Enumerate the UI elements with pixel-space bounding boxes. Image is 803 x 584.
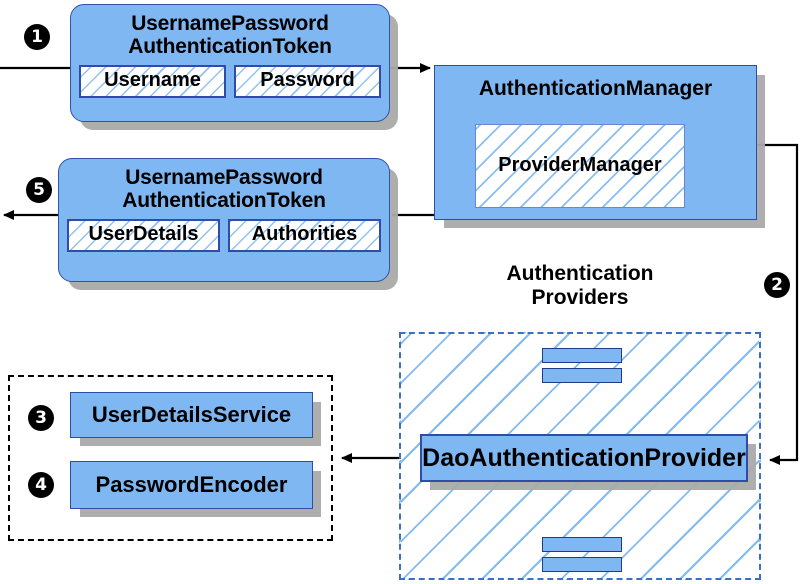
- authentication-providers-label-line2: Providers: [531, 285, 629, 309]
- step-badge-2: 2: [764, 272, 790, 298]
- arrow-manager-to-provider: [757, 143, 799, 465]
- slot-username[interactable]: Username: [79, 65, 226, 98]
- step-badge-2-number: 2: [771, 274, 783, 295]
- provider-placeholder-bar-3: [542, 537, 622, 552]
- slot-userdetails[interactable]: UserDetails: [67, 219, 220, 252]
- slot-authorities[interactable]: Authorities: [228, 219, 381, 252]
- response-authentication-token-card[interactable]: UsernamePassword AuthenticationToken Use…: [58, 158, 390, 282]
- provider-placeholder-bar-1: [542, 348, 622, 363]
- authentication-manager-card[interactable]: AuthenticationManager ProviderManager: [434, 65, 757, 220]
- authentication-providers-label: Authentication Providers: [468, 262, 692, 309]
- request-token-slots: Username Password: [71, 65, 389, 98]
- password-encoder-card[interactable]: PasswordEncoder: [70, 461, 313, 509]
- step-badge-3-number: 3: [35, 407, 47, 428]
- provider-placeholder-bar-4: [542, 557, 622, 572]
- request-token-title-line2: AuthenticationToken: [128, 34, 332, 58]
- security-beans-region: [8, 375, 333, 541]
- response-token-title-line2: AuthenticationToken: [122, 188, 326, 212]
- request-token-title: UsernamePassword AuthenticationToken: [71, 11, 389, 58]
- step-badge-4-number: 4: [35, 474, 47, 495]
- dao-authentication-provider-label: DaoAuthenticationProvider: [422, 443, 746, 472]
- request-authentication-token-card[interactable]: UsernamePassword AuthenticationToken Use…: [70, 4, 390, 122]
- password-encoder-label: PasswordEncoder: [95, 472, 288, 498]
- step-badge-3: 3: [28, 405, 54, 431]
- slot-password[interactable]: Password: [234, 65, 381, 98]
- response-token-title: UsernamePassword AuthenticationToken: [59, 165, 389, 212]
- step-badge-5-number: 5: [33, 179, 45, 200]
- user-details-service-label: UserDetailsService: [91, 402, 292, 428]
- provider-placeholder-bar-2: [542, 368, 622, 383]
- response-token-title-line1: UsernamePassword: [125, 166, 323, 189]
- step-badge-5: 5: [26, 177, 52, 203]
- dao-authentication-provider-card[interactable]: DaoAuthenticationProvider: [420, 434, 748, 482]
- authentication-manager-title: AuthenticationManager: [478, 77, 713, 100]
- authentication-providers-label-line1: Authentication: [506, 262, 654, 285]
- response-token-slots: UserDetails Authorities: [59, 219, 389, 252]
- step-badge-4: 4: [28, 472, 54, 498]
- provider-manager-box[interactable]: ProviderManager: [475, 124, 685, 208]
- step-badge-1: 1: [24, 24, 50, 50]
- user-details-service-card[interactable]: UserDetailsService: [70, 392, 313, 438]
- request-token-title-line1: UsernamePassword: [131, 12, 329, 35]
- provider-manager-label: ProviderManager: [498, 154, 662, 177]
- step-badge-1-number: 1: [31, 26, 43, 47]
